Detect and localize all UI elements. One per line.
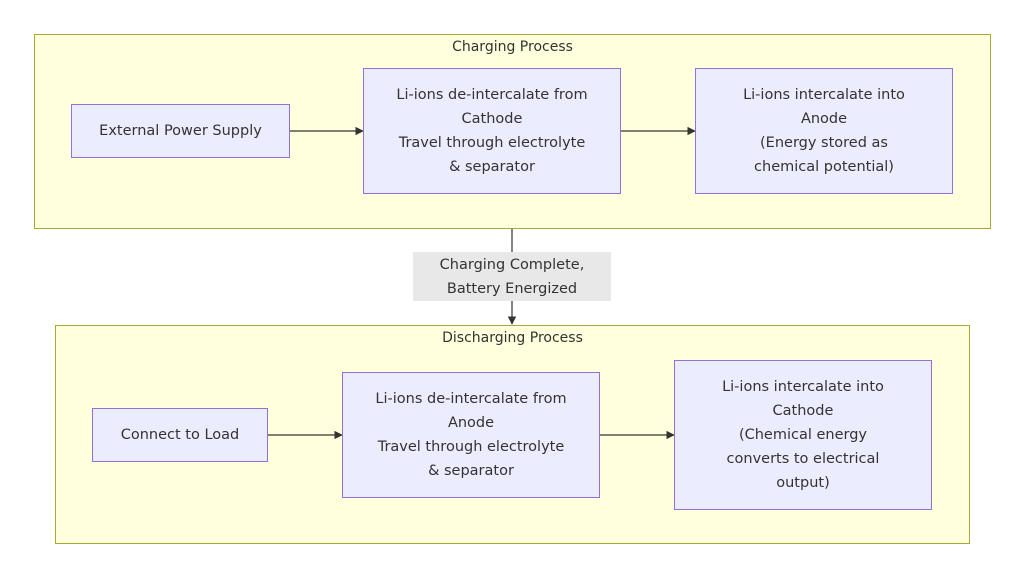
node-label: Connect to Load <box>120 427 240 443</box>
node-line: Travel through electrolyte <box>377 439 565 455</box>
node-line: Anode <box>800 111 848 127</box>
node-line: chemical potential) <box>754 159 894 175</box>
node-line: & separator <box>449 159 535 175</box>
node-line: Li-ions intercalate into <box>743 87 905 103</box>
node-line: Anode <box>447 415 495 431</box>
node-line: output) <box>776 475 830 491</box>
node-line: (Chemical energy <box>738 427 868 443</box>
external-power-supply-node: External Power Supply <box>71 104 290 158</box>
discharging-intercalate-node: Li-ions intercalate into Cathode (Chemic… <box>674 360 932 510</box>
discharging-process-title: Discharging Process <box>442 330 583 346</box>
node-line: Cathode <box>772 403 834 419</box>
charging-intercalate-node: Li-ions intercalate into Anode (Energy s… <box>695 68 953 194</box>
node-line: Cathode <box>461 111 523 127</box>
charging-complete-label: Charging Complete, Battery Energized <box>413 252 611 301</box>
label-line: Battery Energized <box>446 280 578 297</box>
node-line: Li-ions intercalate into <box>722 379 884 395</box>
discharging-deintercalate-node: Li-ions de-intercalate from Anode Travel… <box>342 372 600 498</box>
node-line: Li-ions de-intercalate from <box>375 391 567 407</box>
label-line: Charging Complete, <box>439 256 585 273</box>
node-line: Travel through electrolyte <box>398 135 586 151</box>
connect-to-load-node: Connect to Load <box>92 408 268 462</box>
node-label: External Power Supply <box>99 123 262 139</box>
node-line: & separator <box>428 463 514 479</box>
node-line: converts to electrical <box>726 451 880 467</box>
node-line: (Energy stored as <box>760 135 888 151</box>
charging-deintercalate-node: Li-ions de-intercalate from Cathode Trav… <box>363 68 621 194</box>
node-line: Li-ions de-intercalate from <box>396 87 588 103</box>
charging-process-title: Charging Process <box>452 39 573 55</box>
